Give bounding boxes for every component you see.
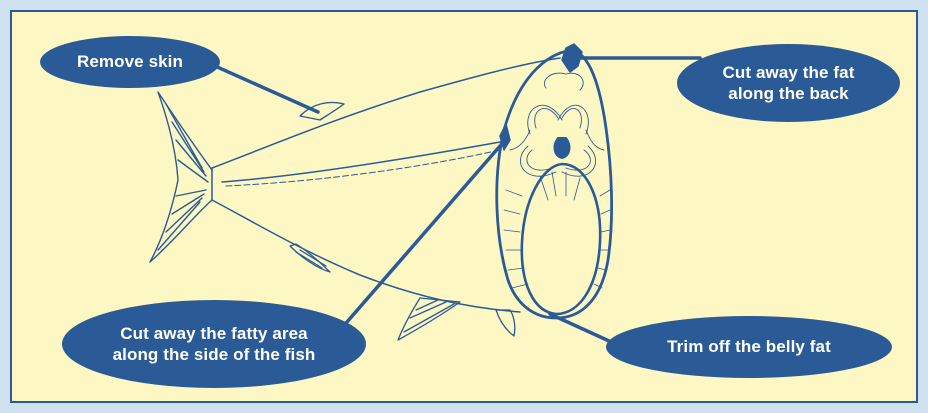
steak-cross-section [497,44,612,318]
callout-side-fat-line-2: along the side of the fish [113,344,316,365]
callout-back-fat: Cut away the fat along the back [677,44,900,122]
callout-side-fat: Cut away the fatty area along the side o… [62,300,366,388]
tail-fin [150,92,212,262]
leader-remove-skin [206,62,318,112]
callout-belly-fat-line-1: Trim off the belly fat [667,336,831,357]
callout-remove-skin-line-1: Remove skin [77,51,183,72]
pelvic-fin [290,244,330,272]
callout-back-fat-line-1: Cut away the fat [723,62,855,83]
fish-body-outline [212,58,560,312]
callout-belly-fat: Trim off the belly fat [606,316,892,378]
callout-back-fat-line-2: along the back [723,83,855,104]
callout-side-fat-line-1: Cut away the fatty area [113,323,316,344]
callout-remove-skin: Remove skin [40,36,220,88]
anal-fin [398,298,460,340]
rear-lower-fin [496,310,515,336]
